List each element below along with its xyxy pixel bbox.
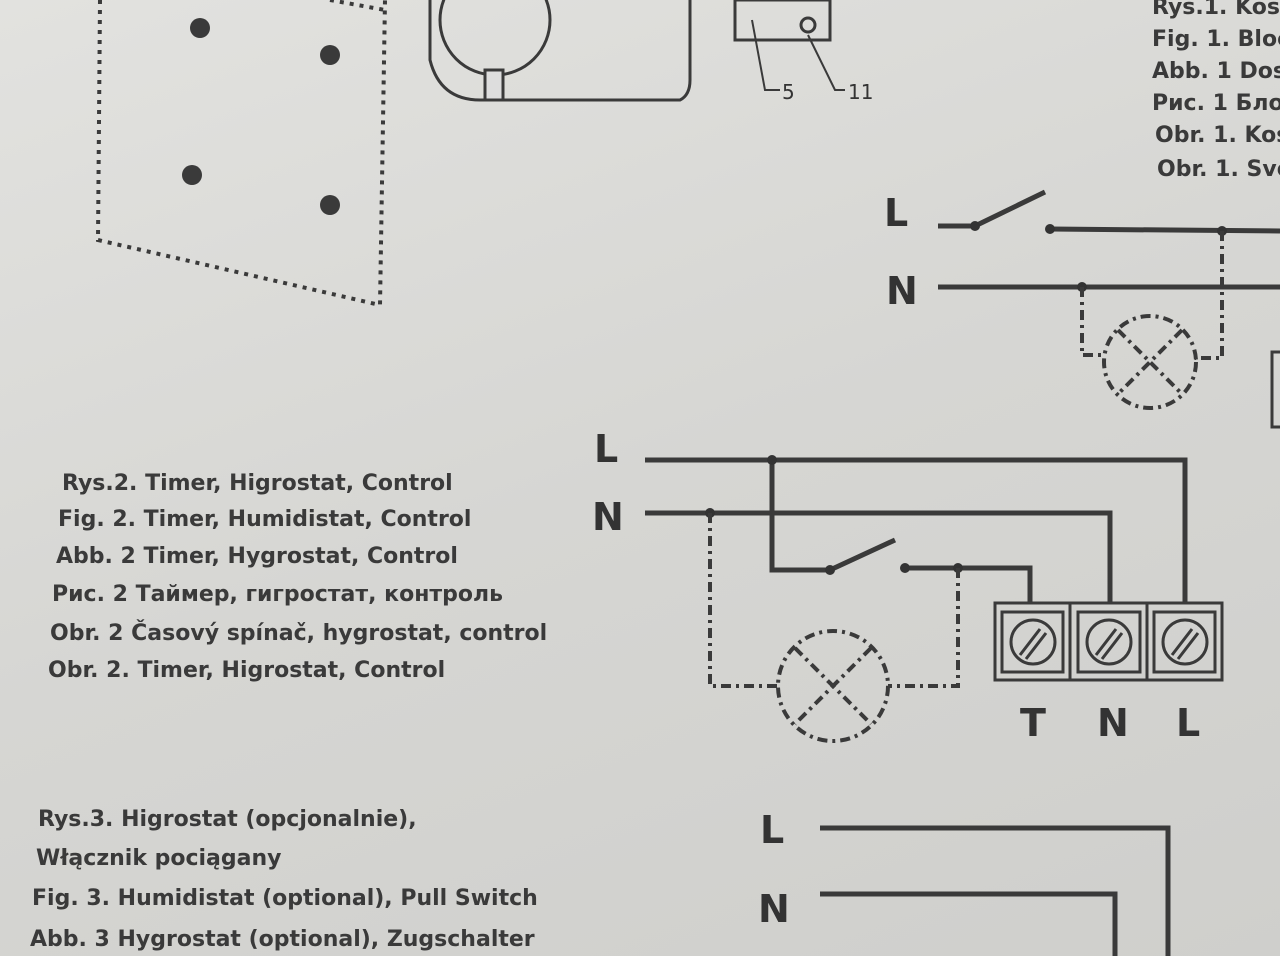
screw-icon	[1009, 618, 1057, 666]
terminal-block	[993, 601, 1224, 682]
screw-icon	[1085, 618, 1133, 666]
terminal-label-l: L	[1176, 701, 1200, 745]
caption: Abb. 2 Timer, Hygrostat, Control	[56, 544, 458, 569]
caption: Obr. 2. Timer, Higrostat, Control	[48, 658, 445, 683]
terminal-label-n: N	[1097, 701, 1129, 745]
caption: Fig. 3. Humidistat (optional), Pull Swit…	[32, 886, 538, 911]
part-label-5: 5	[782, 80, 795, 104]
caption: Abb. 3 Hygrostat (optional), Zugschalter	[30, 927, 535, 952]
terminal-label-t: T	[1020, 701, 1046, 745]
lamp-icon	[776, 629, 890, 743]
caption: Obr. 1. Kos	[1155, 123, 1280, 148]
live-label: L	[594, 427, 618, 471]
caption: Rys.3. Higrostat (opcjonalnie),	[38, 807, 417, 832]
caption: Obr. 2 Časový spínač, hygrostat, control	[50, 620, 547, 646]
switch-icon	[828, 537, 897, 573]
caption: Rys.2. Timer, Higrostat, Control	[62, 471, 453, 496]
screw-hole-icon	[182, 18, 340, 215]
screw-icon	[1161, 618, 1209, 666]
mounting-template	[95, 0, 387, 308]
part-label-11: 11	[848, 80, 873, 104]
figure2-wiring: L N T N L	[592, 427, 1224, 745]
figure3-wiring: L N	[758, 808, 1171, 956]
live-label: L	[884, 191, 908, 235]
caption: Obr. 1. Svo	[1157, 157, 1280, 182]
caption: Fig. 2. Timer, Humidistat, Control	[58, 507, 471, 532]
caption: Rys.1. Kostk	[1152, 0, 1280, 20]
figure1-wiring: L N	[884, 189, 1280, 429]
neutral-label: N	[758, 887, 790, 931]
lamp-icon	[1102, 314, 1198, 410]
caption: Рис. 1 Бло	[1152, 91, 1280, 116]
caption: Рис. 2 Таймер, гигростат, контроль	[52, 582, 503, 607]
neutral-label: N	[886, 269, 918, 313]
caption: Włącznik pociągany	[36, 846, 282, 871]
figure1-captions: Rys.1. Kostk Fig. 1. Block Abb. 1 Dos Ри…	[1152, 0, 1280, 182]
figure3-captions: Rys.3. Higrostat (opcjonalnie), Włącznik…	[30, 807, 538, 952]
caption: Abb. 1 Dos	[1152, 59, 1280, 84]
switch-icon	[973, 189, 1047, 229]
neutral-label: N	[592, 495, 624, 539]
fan-device-outline: 5 11	[428, 0, 873, 104]
figure2-captions: Rys.2. Timer, Higrostat, Control Fig. 2.…	[48, 471, 547, 683]
live-label: L	[760, 808, 784, 852]
caption: Fig. 1. Block	[1152, 27, 1280, 52]
